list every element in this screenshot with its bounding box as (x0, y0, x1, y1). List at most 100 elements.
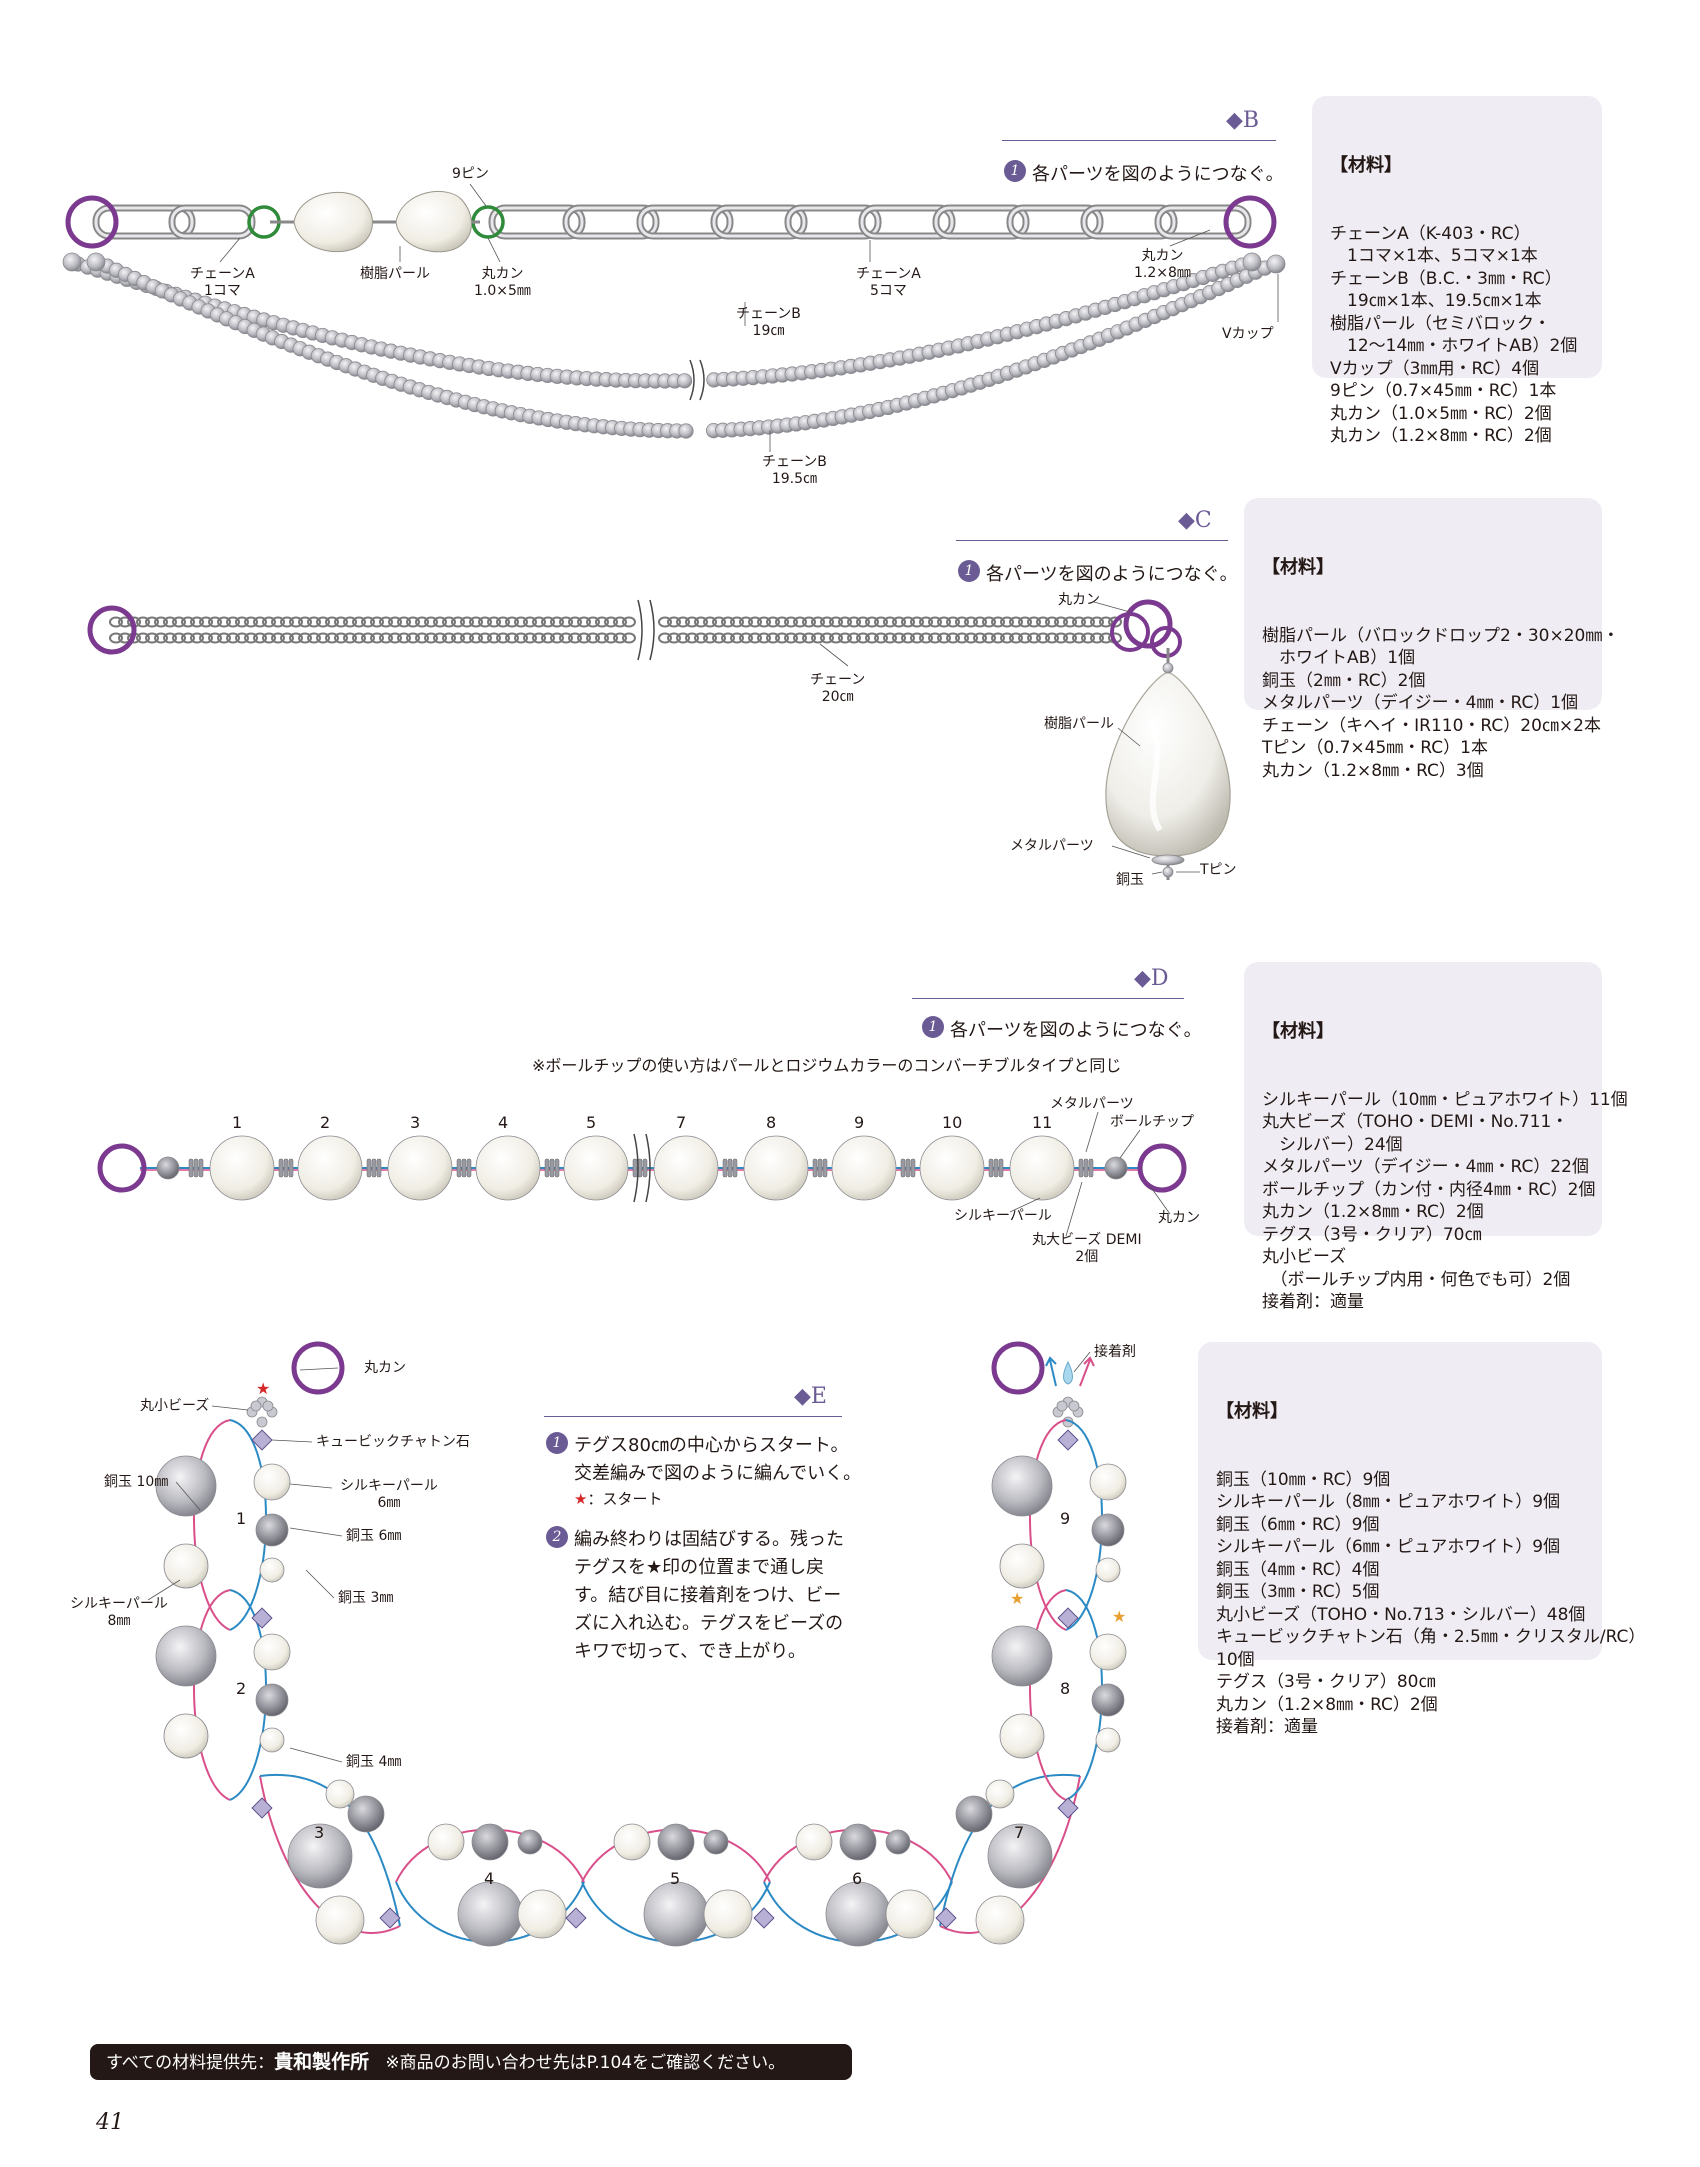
curb-chain-link (199, 632, 213, 644)
curb-chain-link (613, 632, 627, 644)
curb-chain-link (568, 616, 582, 628)
chain-a-link-hl (786, 206, 880, 238)
spacer-bead (905, 1158, 911, 1178)
curb-chain-link (946, 632, 960, 644)
small-jump-ring (1110, 612, 1150, 652)
label-copper-4: 銅玉 4㎜ (346, 1754, 402, 1770)
curb-chain-link (370, 632, 384, 644)
bead-number: 7 (676, 1113, 687, 1132)
segment-number: 8 (1060, 1679, 1071, 1698)
curb-chain-link (955, 616, 969, 628)
curb-chain-link (568, 632, 582, 644)
chain-a-link-hl (860, 206, 954, 238)
curb-chain-link (757, 616, 771, 628)
curb-chain-link (163, 616, 177, 628)
curb-chain-link (343, 616, 357, 628)
step-number-badge: 1 (1004, 160, 1026, 182)
spacer-bead (722, 1158, 728, 1178)
curb-chain-link (235, 632, 249, 644)
curb-chain-link (622, 616, 636, 628)
curb-chain-link (280, 632, 294, 644)
woven-bead (427, 1823, 465, 1861)
curb-chain-link (1000, 616, 1014, 628)
curb-chain-link (208, 616, 222, 628)
cubic-chaton (379, 1907, 401, 1929)
segment-number: 5 (670, 1869, 681, 1888)
curb-chain-link (982, 632, 996, 644)
large-jump-ring (291, 1341, 345, 1395)
maruko-bead (1056, 1400, 1068, 1412)
woven-bead (471, 1823, 509, 1861)
curb-chain-link (379, 616, 393, 628)
curb-chain-link (334, 632, 348, 644)
curb-chain-link (451, 632, 465, 644)
curb-chain-link (208, 632, 222, 644)
woven-bead (1091, 1683, 1125, 1717)
footer-company: 貴和製作所 (274, 2051, 370, 2073)
bead-number: 5 (586, 1113, 597, 1132)
curb-chain-link (1063, 632, 1077, 644)
silky-pearl-10 (919, 1135, 985, 1201)
curb-chain-link (217, 632, 231, 644)
leader-line (289, 1483, 333, 1489)
cubic-chaton (251, 1797, 273, 1819)
curb-chain-link (370, 616, 384, 628)
woven-bead (517, 1829, 543, 1855)
woven-bead (255, 1513, 289, 1547)
curb-chain-link (820, 616, 834, 628)
leader-line (1169, 229, 1211, 247)
curb-chain-link (1045, 616, 1059, 628)
curb-chain-link (388, 616, 402, 628)
leader-line (175, 1481, 201, 1511)
curb-chain-link (775, 616, 789, 628)
curb-chain-link (316, 616, 330, 628)
spacer-bead (988, 1158, 994, 1178)
segment-number: 4 (484, 1869, 495, 1888)
red-star-icon: ★ (256, 1379, 270, 1398)
curb-chain-link (883, 632, 897, 644)
curb-chain-link (352, 616, 366, 628)
curb-chain-link (226, 632, 240, 644)
woven-bead (613, 1823, 651, 1861)
label-copper-3: 銅玉 3㎜ (338, 1590, 394, 1606)
spacer-bead (366, 1158, 372, 1178)
spacer-bead (1088, 1158, 1094, 1178)
woven-bead (999, 1713, 1045, 1759)
label-ball-chip: ボールチップ (1110, 1114, 1194, 1130)
section-d-materials: 【材料】 シルキーパール（10㎜・ピュアホワイト）11個 丸大ビーズ（TOHO・… (1244, 962, 1628, 1312)
bead-number: 8 (766, 1113, 777, 1132)
step-number-badge: 1 (958, 560, 980, 582)
curb-chain-link (604, 616, 618, 628)
curb-chain-link (694, 616, 708, 628)
footer-prefix: すべての材料提供先： (106, 2053, 275, 2073)
spacer-bead (632, 1158, 638, 1178)
materials-title: 【材料】 (1262, 557, 1334, 578)
spacer-bead (456, 1158, 462, 1178)
curb-chain-link (892, 632, 906, 644)
leader-line (289, 1527, 343, 1537)
section-b-rule (1002, 140, 1276, 141)
spacer-bead (993, 1158, 999, 1178)
curb-chain-link (406, 632, 420, 644)
curb-chain-link (676, 616, 690, 628)
curb-chain-link (1036, 616, 1050, 628)
bead-number: 1 (232, 1113, 243, 1132)
label-glue: 接着剤 (1094, 1344, 1136, 1360)
maruko-bead (1068, 1400, 1080, 1412)
curb-chain-link (397, 632, 411, 644)
section-c-materials: 【材料】 樹脂パール（バロックドロップ2・30×20㎜・ ホワイトAB）1個 銅… (1244, 498, 1619, 781)
label-chain-a-5: チェーンA 5コマ (856, 266, 921, 299)
materials-title: 【材料】 (1216, 1401, 1288, 1422)
step-text: 各パーツを図のようにつなぐ。 (986, 564, 1238, 585)
curb-chain-link (262, 616, 276, 628)
footer-supplier-bar: すべての材料提供先：貴和製作所 ※商品のお問い合わせ先はP.104をご確認くださ… (90, 2044, 852, 2080)
curb-chain-link (694, 632, 708, 644)
woven-bead (325, 1779, 355, 1809)
woven-bead (985, 1779, 1015, 1809)
curb-chain-link (514, 616, 528, 628)
curb-chain-link (901, 616, 915, 628)
woven-bead (703, 1829, 729, 1855)
section-b-head: ◆B (1226, 108, 1260, 133)
curb-chain-link (595, 616, 609, 628)
